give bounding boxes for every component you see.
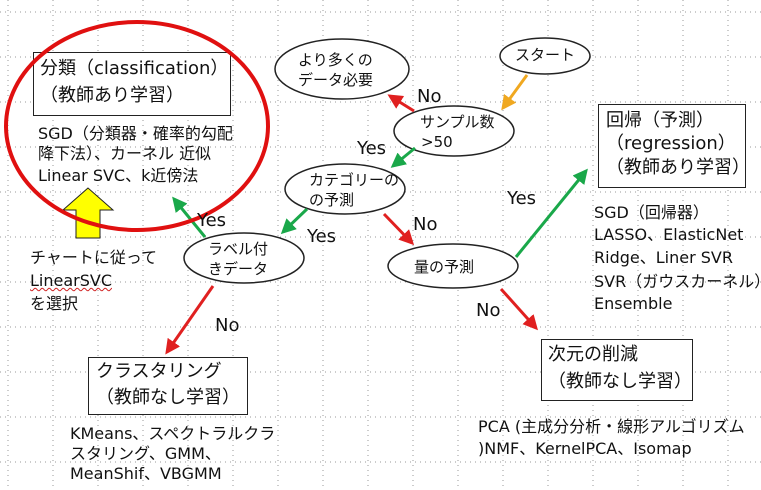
arrow-labeled-to-clustering (165, 285, 215, 355)
edge-label-yes-regression: Yes (507, 188, 537, 209)
more-data-node-line1: より多くの (298, 51, 373, 69)
annotation-line-3: を選択 (30, 294, 79, 313)
samples-node-line2: >50 (421, 133, 453, 151)
clustering-algo-1: KMeans、スペクトラルクラ (70, 424, 276, 443)
category-node-shape (284, 163, 406, 215)
edge-label-no-clustering: No (215, 315, 240, 336)
arrow-quantity-to-reduction (499, 287, 539, 331)
clustering-algo-2: スタリング、GMM、 (70, 444, 221, 463)
arrow-category-to-labeled (280, 207, 309, 235)
regression-subtitle: （教師あり学習） (606, 157, 750, 178)
annotation-line-1: チャートに従って (30, 248, 158, 267)
edge-label-no-more-data: No (417, 86, 442, 107)
category-node-line2: の予測 (309, 191, 355, 209)
clustering-box (88, 357, 248, 415)
highlight-arrow-icon (61, 187, 115, 239)
reduction-box (541, 339, 693, 401)
arrow-start-to-samples (501, 74, 529, 111)
regression-title-en: （regression） (606, 133, 736, 154)
edge-label-no-quantity: No (413, 214, 438, 235)
clustering-title: クラスタリング (96, 361, 222, 382)
regression-box (598, 104, 746, 188)
arrow-samples-to-category (390, 146, 416, 168)
edge-label-yes-classification: Yes (197, 210, 227, 231)
samples-node-line1: サンプル数 (420, 113, 495, 131)
regression-title: 回帰（予測） (606, 110, 714, 131)
classification-algo-3: Linear SVC、k近傍法 (38, 166, 199, 185)
category-node-line1: カテゴリーの (309, 171, 400, 189)
clustering-subtitle: （教師なし学習） (96, 387, 240, 408)
clustering-algo-3: MeanShif、VBGMM (70, 464, 222, 483)
quantity-node-shape (387, 243, 519, 289)
reduction-subtitle: （教師なし学習） (548, 371, 692, 392)
regression-algo-3: Ridge、Liner SVR (594, 248, 733, 267)
more-data-node-line2: データ必要 (298, 71, 374, 89)
labeled-node-shape (183, 232, 305, 284)
classification-algo-1: SGD（分類器・確率的勾配 (38, 124, 233, 143)
arrow-samples-to-more-data (387, 94, 415, 113)
labeled-node-line1: ラベル付 (208, 240, 269, 258)
quantity-node-label: 量の予測 (414, 258, 475, 276)
classification-algo-2: 降下法）、カーネル 近似 (38, 144, 212, 163)
more-data-node-shape (274, 38, 410, 100)
samples-node-shape (393, 105, 515, 157)
edge-label-no-reduction: No (476, 300, 501, 321)
reduction-algo-2: )NMF、KernelPCA、Isomap (478, 439, 692, 458)
regression-algo-5: Ensemble (594, 294, 673, 313)
reduction-algo-1: PCA (主成分分析・線形アルゴリズム (478, 417, 745, 436)
start-node-label: スタート (515, 46, 576, 64)
start-node-shape (499, 37, 591, 75)
labeled-node-line2: きデータ (208, 260, 269, 278)
annotation-line-2: LinearSVC (30, 271, 112, 290)
classification-title: 分類（classification） (40, 58, 229, 79)
arrow-category-to-quantity (382, 212, 415, 246)
regression-algo-1: SGD（回帰器） (594, 203, 709, 222)
classification-subtitle: （教師あり学習） (40, 85, 184, 106)
regression-algo-2: LASSO、ElasticNet (594, 225, 744, 244)
regression-algo-4: SVR（ガウスカーネル） (594, 272, 761, 291)
edge-label-yes-labeled: Yes (307, 226, 337, 247)
edge-label-yes-category: Yes (357, 138, 387, 159)
arrow-quantity-to-regression (514, 168, 588, 258)
reduction-title: 次元の削減 (548, 344, 638, 365)
